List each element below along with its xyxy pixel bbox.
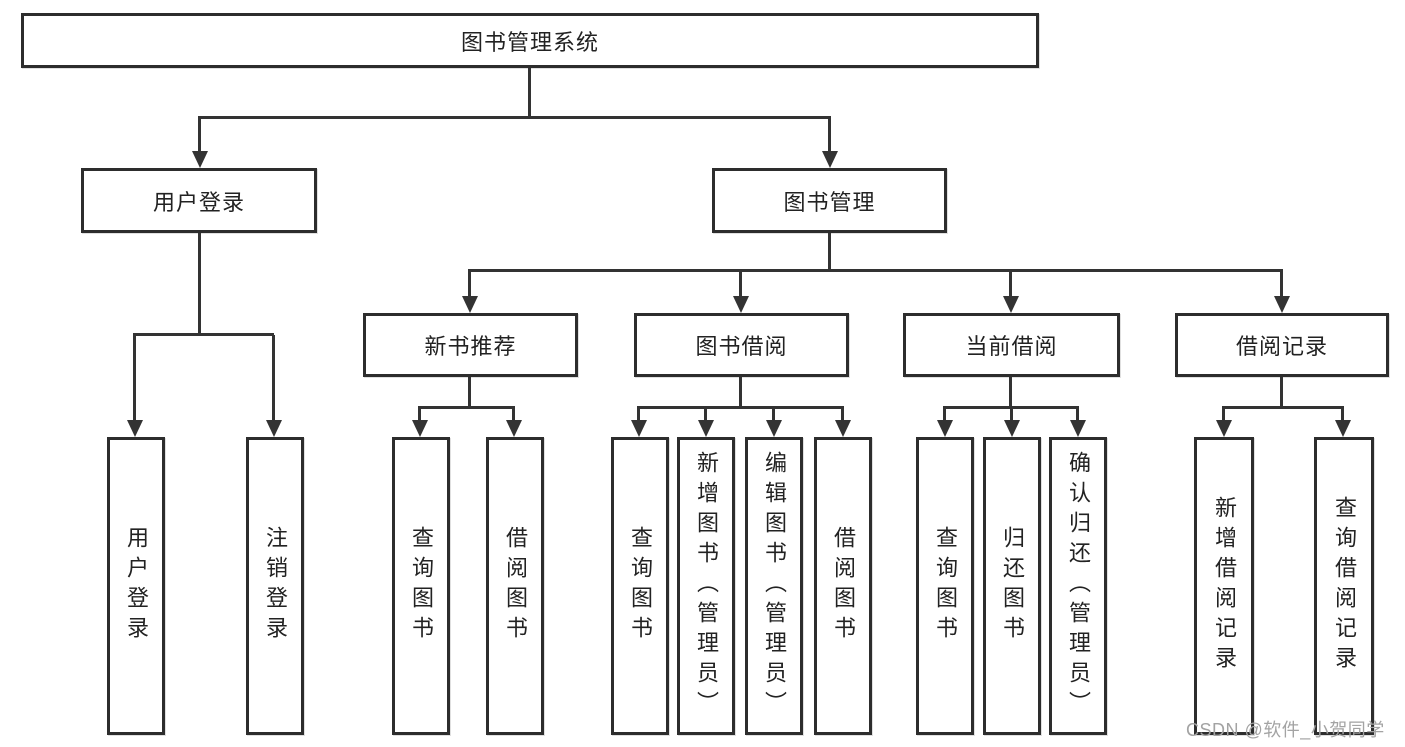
leaf-label: 查询借阅记录: [1332, 496, 1357, 676]
leaf-label: 查询图书: [628, 526, 653, 646]
connector: [828, 118, 831, 152]
leaf-confirm-return-admin: 确认归还（管理员）: [1049, 437, 1107, 735]
leaf-logout: 注销登录: [246, 437, 304, 735]
arrow-down-icon: [462, 296, 478, 313]
node-book-management-label: 图书管理: [783, 189, 876, 215]
node-book-management: 图书管理: [712, 168, 947, 233]
leaf-borrow-books-recommend: 借阅图书: [486, 437, 544, 735]
connector: [1010, 408, 1013, 422]
arrow-down-icon: [937, 420, 953, 437]
leaf-return-books: 归还图书: [983, 437, 1041, 735]
connector: [739, 377, 742, 408]
arrow-down-icon: [733, 296, 749, 313]
arrow-down-icon: [1274, 296, 1290, 313]
leaf-label: 借阅图书: [831, 526, 856, 646]
leaf-edit-books-admin: 编辑图书（管理员）: [745, 437, 803, 735]
leaf-label: 查询图书: [933, 526, 958, 646]
connector: [943, 406, 1079, 409]
node-current-borrow: 当前借阅: [903, 313, 1120, 377]
arrow-down-icon: [266, 420, 282, 437]
node-current-borrow-label: 当前借阅: [965, 334, 1058, 359]
connector: [828, 233, 831, 271]
node-book-borrow-label: 图书借阅: [695, 334, 788, 359]
leaf-query-borrow-record: 查询借阅记录: [1314, 437, 1374, 735]
arrow-down-icon: [1335, 420, 1351, 437]
leaf-label: 借阅图书: [503, 526, 528, 646]
leaf-borrow-books: 借阅图书: [814, 437, 872, 735]
connector: [418, 406, 515, 409]
connector: [198, 233, 201, 335]
connector: [841, 408, 844, 422]
watermark: CSDN @软件_小贺同学: [1186, 720, 1385, 740]
arrow-down-icon: [822, 151, 838, 168]
leaf-label: 新增借阅记录: [1212, 496, 1237, 676]
arrow-down-icon: [1003, 296, 1019, 313]
leaf-label: 确认归还（管理员）: [1066, 451, 1091, 721]
leaf-query-books-current: 查询图书: [916, 437, 974, 735]
arrow-down-icon: [192, 151, 208, 168]
arrow-down-icon: [127, 420, 143, 437]
connector: [1222, 406, 1344, 409]
connector: [133, 335, 136, 421]
leaf-query-books-recommend: 查询图书: [392, 437, 450, 735]
connector: [1280, 271, 1283, 297]
node-borrow-records: 借阅记录: [1175, 313, 1389, 377]
connector: [468, 377, 471, 408]
connector: [637, 406, 844, 409]
connector: [468, 269, 1283, 272]
connector: [1009, 271, 1012, 297]
connector: [1222, 408, 1225, 422]
connector: [198, 116, 831, 119]
node-user-login-label: 用户登录: [152, 189, 245, 215]
leaf-label: 注销登录: [263, 526, 288, 646]
node-book-borrow: 图书借阅: [634, 313, 849, 377]
node-root-label: 图书管理系统: [460, 29, 599, 55]
leaf-query-books-borrow: 查询图书: [611, 437, 669, 735]
node-root: 图书管理系统: [21, 13, 1039, 68]
arrow-down-icon: [835, 420, 851, 437]
connector: [704, 408, 707, 422]
arrow-down-icon: [631, 420, 647, 437]
connector: [198, 118, 201, 152]
arrow-down-icon: [1070, 420, 1086, 437]
connector: [1341, 408, 1344, 422]
node-borrow-records-label: 借阅记录: [1235, 334, 1328, 359]
leaf-label: 查询图书: [409, 526, 434, 646]
connector: [943, 408, 946, 422]
leaf-user-login: 用户登录: [107, 437, 165, 735]
leaf-add-borrow-record: 新增借阅记录: [1194, 437, 1254, 735]
leaf-label: 编辑图书（管理员）: [762, 451, 787, 721]
arrow-down-icon: [766, 420, 782, 437]
node-new-book-recommend: 新书推荐: [363, 313, 578, 377]
leaf-label: 用户登录: [124, 526, 149, 646]
connector: [528, 68, 531, 119]
connector: [272, 335, 275, 421]
connector: [418, 408, 421, 422]
connector: [1280, 377, 1283, 408]
connector: [512, 408, 515, 422]
connector: [772, 408, 775, 422]
arrow-down-icon: [506, 420, 522, 437]
connector: [637, 408, 640, 422]
connector: [739, 271, 742, 297]
leaf-label: 归还图书: [1000, 526, 1025, 646]
leaf-label: 新增图书（管理员）: [694, 451, 719, 721]
connector: [468, 271, 471, 297]
leaf-add-books-admin: 新增图书（管理员）: [677, 437, 735, 735]
node-user-login: 用户登录: [81, 168, 317, 233]
arrow-down-icon: [412, 420, 428, 437]
arrow-down-icon: [1216, 420, 1232, 437]
arrow-down-icon: [1004, 420, 1020, 437]
connector: [133, 333, 274, 336]
arrow-down-icon: [698, 420, 714, 437]
connector: [1076, 408, 1079, 422]
node-new-book-recommend-label: 新书推荐: [424, 334, 517, 359]
connector: [1009, 377, 1012, 408]
